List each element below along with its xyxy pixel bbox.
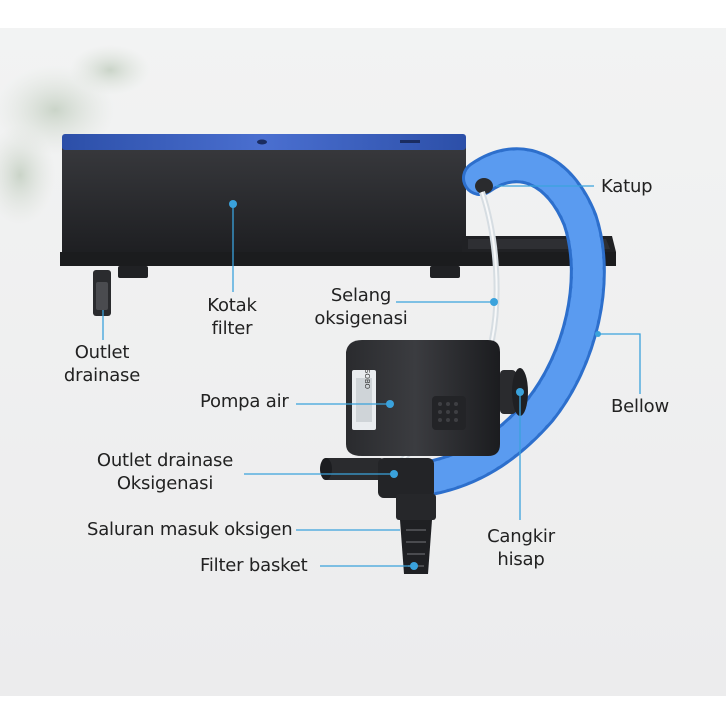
background-plant-blur [0, 45, 150, 225]
label-drain-outlet-line1: Outlet [74, 342, 130, 363]
label-suction-cup-line1: Cangkir [487, 526, 555, 547]
label-oxygen-inlet: Saluran masuk oksigen [87, 518, 293, 541]
filter-box [60, 134, 616, 316]
label-oxygen-hose-line1: Selang [330, 285, 392, 306]
label-valve: Katup [601, 175, 653, 198]
label-drain-outlet: Outlet drainase [52, 341, 152, 387]
label-oxygen-hose: Selang oksigenasi [306, 284, 416, 330]
leader-lines [102, 185, 641, 567]
label-bellow-text: Bellow [611, 396, 669, 417]
label-suction-cup-line2: hisap [497, 549, 545, 570]
label-oxygen-drain-outlet: Outlet drainase Oksigenasi [90, 449, 240, 495]
label-filter-box-line2: filter [211, 318, 253, 339]
label-water-pump: Pompa air [200, 390, 289, 413]
label-oxygen-drain-outlet-line2: Oksigenasi [116, 473, 214, 494]
label-oxygen-hose-line2: oksigenasi [314, 308, 408, 329]
label-suction-cup: Cangkir hisap [481, 525, 561, 571]
label-oxygen-drain-outlet-line1: Outlet drainase [96, 450, 234, 471]
label-bellow: Bellow [611, 395, 669, 418]
label-filter-basket-text: Filter basket [200, 555, 308, 576]
leader-dots [229, 200, 601, 570]
pump-brand-label: SOBO [363, 368, 371, 390]
label-water-pump-text: Pompa air [200, 391, 289, 412]
label-valve-text: Katup [601, 176, 653, 197]
label-filter-basket: Filter basket [200, 554, 308, 577]
label-filter-box: Kotak filter [192, 294, 272, 340]
label-oxygen-inlet-text: Saluran masuk oksigen [87, 519, 293, 540]
label-drain-outlet-line2: drainase [63, 365, 141, 386]
label-filter-box-line1: Kotak [207, 295, 257, 316]
water-pump [320, 340, 528, 574]
